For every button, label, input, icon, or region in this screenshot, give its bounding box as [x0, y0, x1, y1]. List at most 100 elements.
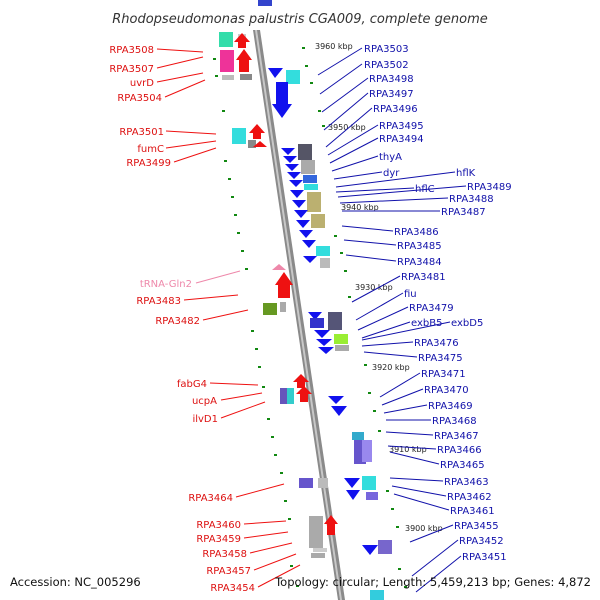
topology-text: Topology: circular; Length: 5,459,213 bp…: [274, 575, 591, 589]
gene-label: RPA3471: [421, 369, 466, 380]
gene-box: [316, 246, 330, 256]
gene-label: RPA3476: [414, 338, 459, 349]
gene-box: [248, 140, 256, 148]
gene-label: RPA3475: [418, 353, 463, 364]
gene-box: [287, 388, 294, 404]
gene-label: RPA3487: [441, 207, 486, 218]
gene-box: [303, 175, 317, 183]
gene-arrow: [272, 82, 292, 118]
left-connectors: [156, 48, 301, 588]
kbp-tick-label: 3940 kbp: [341, 203, 379, 212]
gene-label: RPA3452: [459, 536, 504, 547]
gene-label: RPA3460: [196, 520, 241, 531]
gene-box: [313, 548, 327, 552]
gene-label: RPA3461: [450, 506, 495, 517]
gene-box: [311, 553, 325, 558]
gene-arrow: [289, 180, 303, 187]
gene-arrow: [328, 396, 344, 404]
gene-label: exbD5: [451, 318, 483, 329]
gene-label: RPA3451: [462, 552, 507, 563]
gene-arrow: [296, 220, 310, 228]
gene-box: [334, 334, 348, 344]
gene-arrow: [308, 312, 322, 320]
trna-label: tRNA-Gln2: [140, 279, 192, 290]
gene-box: [335, 345, 349, 351]
gene-arrow: [314, 330, 330, 338]
gene-label: dyr: [383, 168, 400, 179]
genome-backbone-highlight: [255, 30, 342, 600]
gene-label: RPA3495: [379, 121, 424, 132]
gene-label: RPA3496: [373, 104, 418, 115]
left-genes: [219, 0, 338, 558]
gene-label: RPA3501: [119, 127, 164, 138]
gene-label: uvrD: [130, 78, 154, 89]
gene-arrow: [346, 490, 360, 500]
gene-label: ilvD1: [192, 414, 218, 425]
gene-box: [366, 492, 378, 500]
gene-label: fumC: [137, 144, 164, 155]
gene-label: RPA3485: [397, 241, 442, 252]
gene-label: RPA3488: [449, 194, 494, 205]
gene-box: [301, 160, 315, 174]
accession-text: Accession: NC_005296: [10, 575, 141, 589]
gene-arrow: [293, 374, 309, 388]
gene-label: RPA3457: [206, 566, 251, 577]
gene-arrow: [362, 545, 378, 555]
gene-box: [352, 432, 364, 440]
gene-box: [362, 476, 376, 490]
gene-box: [307, 192, 321, 212]
gene-label: RPA3499: [126, 158, 171, 169]
gene-box: [378, 540, 392, 554]
gene-arrow: [344, 478, 360, 488]
gene-label: fabG4: [177, 379, 207, 390]
gene-box: [299, 478, 313, 488]
gene-arrow: [299, 230, 313, 238]
gene-arrow: [292, 200, 306, 208]
gene-arrow: [249, 124, 265, 139]
gene-box: [311, 214, 325, 228]
gene-label: hflC: [415, 184, 435, 195]
gene-arrow: [318, 347, 334, 354]
gene-box: [362, 440, 372, 462]
kbp-tick-label: 3900 kbp: [405, 524, 443, 533]
gene-box: [263, 303, 277, 315]
gene-arrow: [253, 141, 267, 147]
gene-label: RPA3504: [117, 93, 162, 104]
gene-box: [298, 144, 312, 160]
right-connectors: [317, 47, 467, 593]
gene-arrow: [303, 256, 317, 263]
gene-label: RPA3469: [428, 401, 473, 412]
gene-label: RPA3467: [434, 431, 479, 442]
gene-label: RPA3468: [432, 416, 477, 427]
trna-arrow: [272, 264, 286, 270]
gene-box: [232, 128, 246, 144]
gene-label: RPA3483: [136, 296, 181, 307]
gene-arrow: [285, 164, 299, 171]
gene-arrow: [302, 240, 316, 248]
gene-box: [328, 312, 342, 330]
gene-box: [370, 590, 384, 600]
gene-label: ucpA: [192, 396, 217, 407]
gene-label: RPA3470: [424, 385, 469, 396]
gene-box: [309, 516, 323, 548]
gene-label: hflK: [456, 168, 476, 179]
gene-arrow: [287, 172, 301, 179]
gene-label: RPA3462: [447, 492, 492, 503]
trna-connector: [195, 270, 241, 284]
gene-label: RPA3463: [444, 477, 489, 488]
gene-label: RPA3498: [369, 74, 414, 85]
gene-arrow: [283, 156, 297, 163]
gene-arrow: [294, 210, 308, 218]
gene-box: [222, 75, 234, 80]
map-title: Rhodopseudomonas palustris CGA009, compl…: [112, 12, 488, 27]
gene-box: [258, 0, 272, 6]
gene-label: RPA3486: [394, 227, 439, 238]
gene-box: [320, 258, 330, 268]
gene-label: RPA3497: [369, 89, 414, 100]
gene-label: RPA3479: [409, 303, 454, 314]
gene-arrow: [234, 33, 250, 48]
kbp-ticks: 3960 kbp 3950 kbp 3940 kbp 3930 kbp 3920…: [315, 42, 443, 533]
gene-label: RPA3465: [440, 460, 485, 471]
gene-label: RPA3489: [467, 182, 512, 193]
